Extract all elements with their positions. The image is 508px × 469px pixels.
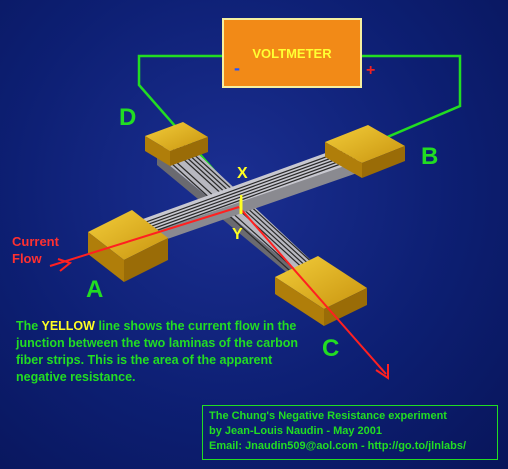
arrowhead-in bbox=[57, 258, 73, 272]
strip-ab-laminas bbox=[120, 148, 361, 240]
credits-box: The Chung's Negative Resistance experime… bbox=[202, 405, 498, 460]
label-i: I bbox=[239, 193, 244, 210]
note-highlight: YELLOW bbox=[41, 319, 95, 333]
current-flow-label: Current Flow bbox=[12, 233, 59, 267]
strip-ab-side bbox=[130, 160, 360, 252]
note-pre: The bbox=[16, 319, 39, 333]
voltmeter-label: VOLTMETER bbox=[252, 45, 332, 61]
arrowhead-out bbox=[375, 364, 389, 380]
voltmeter-box: VOLTMETER bbox=[222, 18, 362, 88]
credits-contact[interactable]: Email: Jnaudin509@aol.com - http://go.to… bbox=[209, 440, 467, 452]
note-post: line shows the current flow in the junct… bbox=[16, 319, 298, 384]
label-d: D bbox=[119, 104, 137, 131]
credits-author: by Jean-Louis Naudin - May 2001 bbox=[209, 425, 382, 437]
explanation-note: The YELLOW line shows the current flow i… bbox=[16, 318, 306, 386]
pad-d bbox=[145, 122, 208, 166]
strip-dc-side bbox=[157, 155, 303, 286]
current-flow-line2: Flow bbox=[12, 251, 42, 266]
current-flow-path bbox=[49, 206, 389, 380]
label-x: X bbox=[237, 165, 248, 182]
credits-title: The Chung's Negative Resistance experime… bbox=[209, 410, 447, 422]
positive-terminal: + bbox=[366, 62, 376, 79]
label-a: A bbox=[86, 276, 104, 303]
negative-terminal: - bbox=[234, 58, 240, 78]
current-flow-line1: Current bbox=[12, 234, 59, 249]
label-y: Y bbox=[232, 226, 243, 243]
pad-b bbox=[325, 125, 405, 178]
strip-a-b bbox=[118, 146, 362, 252]
label-c: C bbox=[322, 335, 340, 362]
label-b: B bbox=[421, 143, 439, 170]
